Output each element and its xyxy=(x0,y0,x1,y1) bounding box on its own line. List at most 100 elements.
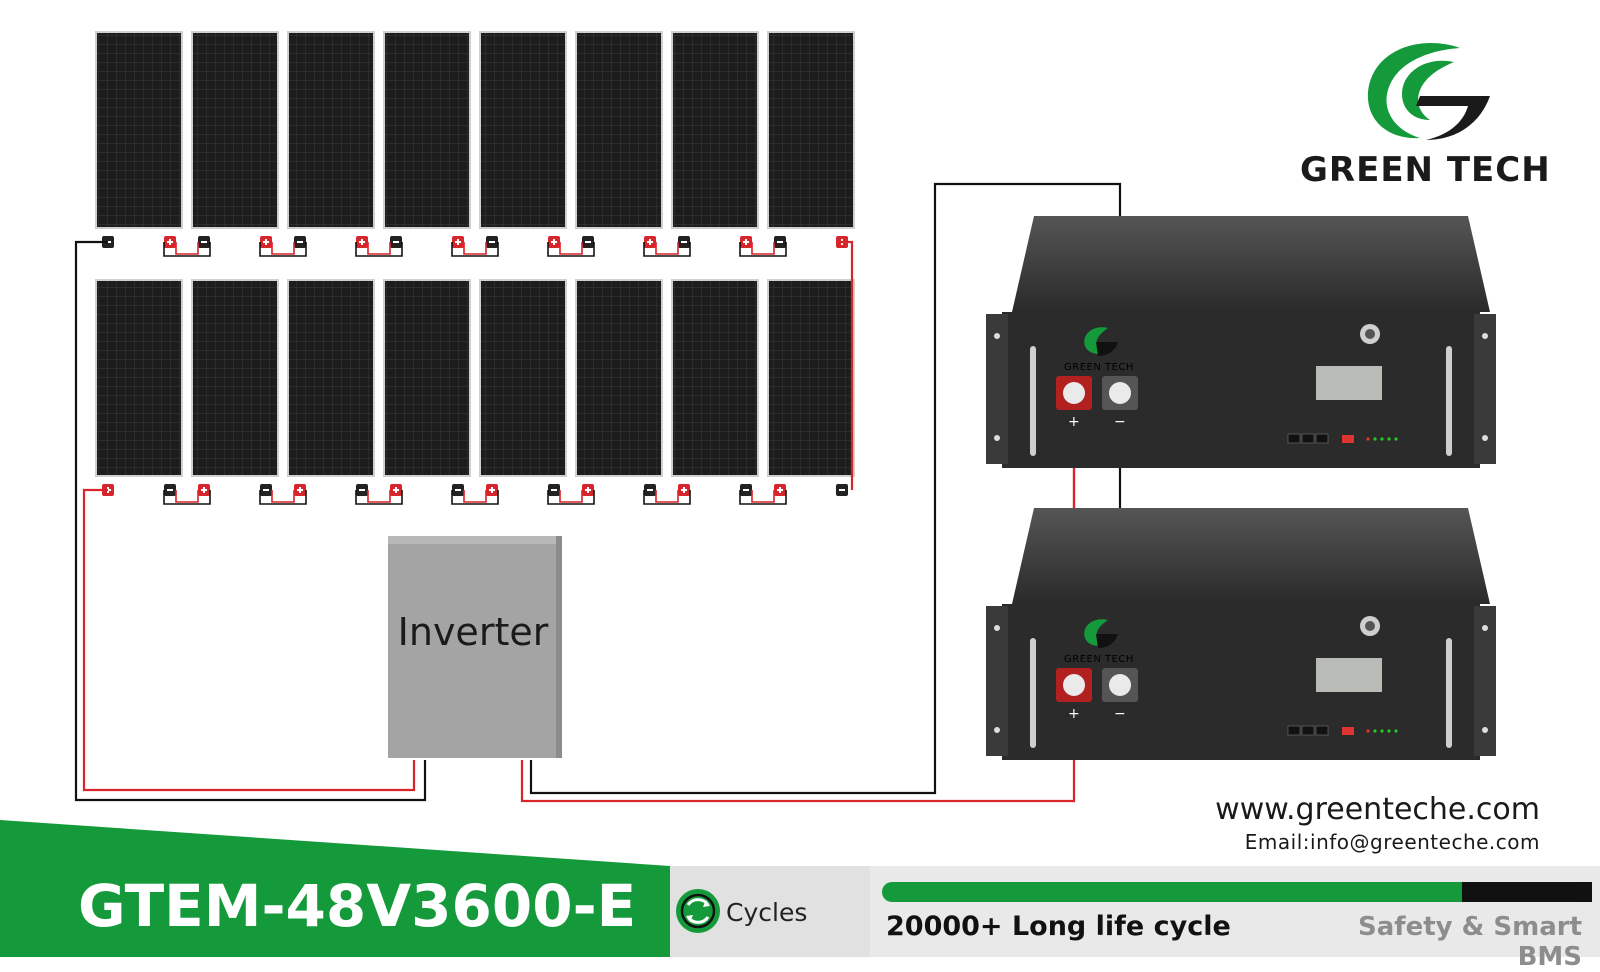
solar-panel xyxy=(95,31,183,248)
terminal-negative xyxy=(390,236,402,248)
terminal-negative xyxy=(260,484,272,496)
unit-logo xyxy=(1084,327,1118,356)
series-jumper xyxy=(175,242,199,255)
wire-red-series xyxy=(836,240,854,490)
series-jumper xyxy=(463,242,487,255)
series-jumper xyxy=(643,242,691,257)
terminal-positive xyxy=(294,484,306,496)
series-jumper xyxy=(559,490,583,503)
dip-switch xyxy=(1342,727,1354,735)
terminal-negative xyxy=(356,484,368,496)
series-jumper xyxy=(547,242,595,257)
solar-panel xyxy=(479,31,567,248)
terminal-negative xyxy=(198,236,210,248)
terminal-negative xyxy=(582,236,594,248)
series-jumper xyxy=(643,490,691,505)
plus-sign: + xyxy=(1068,706,1080,722)
battery-terminal-negative: − xyxy=(1102,376,1138,430)
series-jumper xyxy=(739,242,787,257)
inverter xyxy=(388,536,562,758)
green-tech-g-logo xyxy=(1367,43,1490,140)
lcd-screen xyxy=(1316,366,1382,400)
solar-panel xyxy=(767,279,855,496)
series-jumper xyxy=(355,490,403,505)
terminal-positive xyxy=(164,236,176,248)
solar-panel xyxy=(383,31,471,248)
solar-panel xyxy=(671,279,759,496)
terminal-negative xyxy=(548,484,560,496)
solar-panel xyxy=(671,31,759,248)
unit-logo-text: GREEN TECH xyxy=(1064,654,1134,665)
terminal-positive xyxy=(486,484,498,496)
terminal-positive xyxy=(356,236,368,248)
email-link[interactable]: Email:info@greenteche.com xyxy=(1244,830,1540,854)
website-link[interactable]: www.greenteche.com xyxy=(1215,792,1540,827)
series-jumper xyxy=(271,242,295,255)
wire-red-array xyxy=(82,488,416,792)
terminal-positive xyxy=(678,484,690,496)
terminal-positive xyxy=(774,484,786,496)
dip-switch xyxy=(1342,435,1354,443)
series-jumper xyxy=(655,242,679,255)
unit-logo-text: GREEN TECH xyxy=(1064,362,1134,373)
battery-terminal-negative: − xyxy=(1102,668,1138,722)
terminal-negative xyxy=(164,484,176,496)
series-jumper xyxy=(739,490,787,505)
solar-panel xyxy=(95,279,183,496)
lcd-screen xyxy=(1316,658,1382,692)
series-jumper xyxy=(451,242,499,257)
battery-terminal-positive: + xyxy=(1056,668,1092,722)
terminal-positive xyxy=(260,236,272,248)
series-jumper xyxy=(163,242,211,257)
brand-name: GREEN TECH xyxy=(1300,150,1551,190)
series-jumper xyxy=(751,490,775,503)
series-jumper xyxy=(463,490,487,503)
series-jumper xyxy=(751,242,775,255)
terminal-negative xyxy=(774,236,786,248)
solar-panel xyxy=(191,279,279,496)
terminal-positive xyxy=(582,484,594,496)
solar-panel xyxy=(479,279,567,496)
series-jumper xyxy=(655,490,679,503)
wiring xyxy=(74,182,1122,803)
terminal-negative xyxy=(678,236,690,248)
solar-panel xyxy=(287,31,375,248)
plus-sign: + xyxy=(1068,414,1080,430)
unit-logo xyxy=(1084,619,1118,648)
solar-panel xyxy=(383,279,471,496)
battery-unit-top: GREEN TECH + − xyxy=(986,216,1496,468)
terminal-positive xyxy=(390,484,402,496)
minus-sign: − xyxy=(1114,414,1126,430)
series-jumper xyxy=(175,490,199,503)
terminal-positive xyxy=(198,484,210,496)
series-jumper xyxy=(259,242,307,257)
series-jumper xyxy=(367,490,391,503)
cycle-arrows-icon xyxy=(676,889,720,933)
terminal-positive xyxy=(452,236,464,248)
terminal-positive xyxy=(740,236,752,248)
battery-terminal-positive: + xyxy=(1056,376,1092,430)
terminal-positive xyxy=(548,236,560,248)
series-jumper xyxy=(451,490,499,505)
bms-text: Safety & Smart BMS xyxy=(1358,912,1582,972)
series-jumper xyxy=(547,490,595,505)
terminal-negative xyxy=(294,236,306,248)
solar-panel xyxy=(767,31,855,248)
inverter-label: Inverter xyxy=(397,610,549,654)
solar-panel xyxy=(575,31,663,248)
terminal-negative xyxy=(452,484,464,496)
solar-panel xyxy=(287,279,375,496)
series-jumper xyxy=(259,490,307,505)
battery-unit-bottom: GREEN TECH + − xyxy=(986,508,1496,760)
series-jumper xyxy=(559,242,583,255)
series-jumper xyxy=(355,242,403,257)
cycles-label: Cycles xyxy=(726,898,808,927)
terminal-positive xyxy=(644,236,656,248)
wire-black-array xyxy=(74,240,427,802)
terminal-negative xyxy=(644,484,656,496)
series-jumper xyxy=(271,490,295,503)
model-number: GTEM-48V3600-E xyxy=(78,872,637,940)
solar-panel-array xyxy=(95,31,855,505)
series-jumper xyxy=(367,242,391,255)
